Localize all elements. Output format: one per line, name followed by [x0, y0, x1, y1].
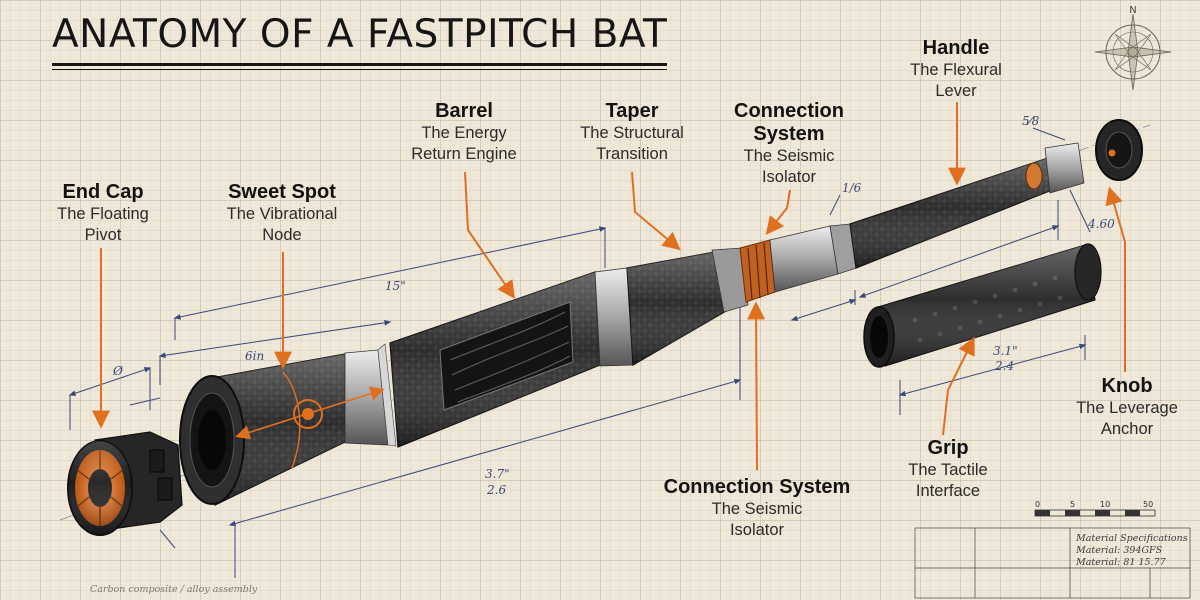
label-name: Barrel: [435, 100, 493, 122]
label-sweet-spot: Sweet Spot The Vibrational Node: [210, 181, 354, 247]
label-line: The Tactile: [908, 461, 988, 479]
label-line: The Seismic: [711, 500, 803, 518]
label-name: End Cap: [62, 181, 144, 203]
scale-tick: 0: [1035, 500, 1040, 509]
dim-overall-sub: 2.6: [486, 483, 506, 497]
label-knob: Knob The Leverage Anchor: [1062, 375, 1192, 441]
sweet-spot-target: [235, 371, 385, 469]
spec-heading: Material Specifications: [1075, 533, 1188, 544]
dimension-lines: [68, 127, 1091, 578]
label-name: Grip: [927, 437, 969, 459]
label-name: Handle: [922, 37, 990, 59]
dim-connection: 1/6: [842, 181, 862, 195]
handle-part: [849, 119, 1143, 269]
label-line: The Floating: [57, 205, 149, 223]
label-name: Connection System: [663, 476, 851, 498]
label-line: Interface: [915, 482, 981, 501]
scale-tick: 50: [1143, 500, 1153, 509]
label-line: Lever: [935, 82, 977, 101]
label-line: Anchor: [1100, 420, 1154, 439]
label-connection-bottom: Connection System The Seismic Isolator: [654, 476, 860, 542]
label-line: Node: [262, 226, 302, 245]
diagram-title: ANATOMY OF A FASTPITCH BAT: [52, 13, 668, 70]
dim-handle-right: 4.60: [1087, 217, 1115, 231]
label-line: The Structural: [580, 124, 684, 142]
spec-block: [914, 527, 1191, 599]
label-taper: Taper The Structural Transition: [566, 100, 698, 166]
label-line: The Leverage: [1076, 399, 1178, 417]
label-line: The Vibrational: [226, 205, 338, 223]
label-grip: Grip The Tactile Interface: [888, 437, 1008, 503]
label-name: Taper: [605, 100, 659, 122]
label-line: Isolator: [761, 168, 817, 187]
dim-end-cap: Ø: [112, 364, 124, 378]
dim-grip-sub: 2.4: [994, 359, 1014, 373]
label-barrel: Barrel The Energy Return Engine: [398, 100, 530, 166]
label-line: Transition: [596, 145, 668, 164]
compass-rose: [1094, 13, 1172, 91]
scale-bar: 0 5 10 50: [1034, 500, 1156, 517]
label-handle: Handle The Flexural Lever: [895, 37, 1017, 103]
label-line: Return Engine: [411, 145, 517, 164]
label-line: Pivot: [84, 226, 122, 245]
dim-sweet-spot: 6in: [245, 349, 264, 363]
label-name: Knob: [1101, 375, 1153, 397]
scale-tick: 10: [1100, 500, 1110, 509]
dim-overall: 3.7": [485, 467, 510, 481]
label-name: Connection System: [734, 100, 844, 145]
label-connection-top: Connection System The Seismic Isolator: [722, 100, 856, 189]
label-line: The Seismic: [743, 147, 835, 165]
spec-line: Material: 394GFS: [1075, 545, 1163, 556]
dim-grip-length: 3.1": [993, 344, 1018, 358]
dim-handle-tip: 5⁄8: [1022, 114, 1040, 128]
leader-arrows: [92, 102, 1126, 471]
taper-part: [626, 247, 749, 367]
end-cap-part: [67, 431, 183, 536]
footnote: Carbon composite / alloy assembly: [90, 584, 258, 595]
connection-part: [739, 223, 857, 303]
compass-north: N: [1129, 5, 1136, 16]
label-name: Sweet Spot: [228, 181, 336, 203]
label-line: The Flexural: [910, 61, 1002, 79]
label-line: Isolator: [729, 521, 785, 540]
barrel-part: [179, 267, 634, 506]
label-end-cap: End Cap The Floating Pivot: [48, 181, 158, 247]
label-line: The Energy: [421, 124, 507, 142]
grip-part: [863, 243, 1102, 368]
dim-barrel-length: 15": [385, 279, 406, 293]
scale-tick: 5: [1070, 500, 1075, 509]
spec-line: Material: 81 15.77: [1075, 557, 1167, 568]
